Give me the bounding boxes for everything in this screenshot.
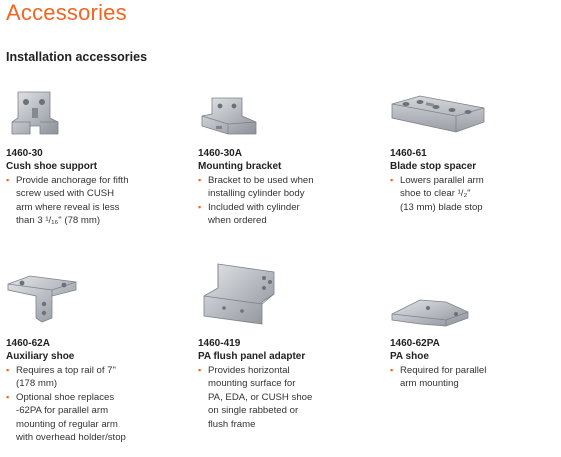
- cush-shoe-support-illustration: [10, 88, 60, 143]
- pa-shoe-illustration: [390, 294, 470, 333]
- pa-flush-panel-adapter-illustration: [198, 262, 282, 331]
- accessory-item-1460-62A: 1460-62A Auxiliary shoe Requires a top r…: [6, 268, 176, 448]
- part-number: 1460-62PA: [390, 338, 440, 349]
- section-title: Installation accessories: [6, 50, 148, 64]
- bullet-list: Provides horizontal mounting surface for…: [198, 364, 312, 431]
- bullet-item: Required for parallel arm mounting: [390, 364, 486, 391]
- bullet-list: Requires a top rail of 7" (178 mm) Optio…: [6, 364, 126, 444]
- bullet-list: Lowers parallel arm shoe to clear ¹/₂" (…: [390, 174, 484, 214]
- bullet-item: Lowers parallel arm shoe to clear ¹/₂" (…: [390, 174, 484, 214]
- blade-stop-spacer-illustration: [390, 94, 486, 143]
- bullet-item: Included with cylinder when ordered: [198, 201, 314, 228]
- part-name: Blade stop spacer: [390, 161, 477, 172]
- bullet-item: Optional shoe replaces -62PA for paralle…: [6, 391, 126, 445]
- bullet-list: Required for parallel arm mounting: [390, 364, 486, 391]
- bullet-item: Requires a top rail of 7" (178 mm): [6, 364, 126, 391]
- accessory-item-1460-30A: 1460-30A Mounting bracket Bracket to be …: [198, 88, 368, 238]
- bullet-item: Provides horizontal mounting surface for…: [198, 364, 312, 431]
- part-name: PA flush panel adapter: [198, 351, 306, 362]
- accessory-item-1460-419: 1460-419 PA flush panel adapter Provides…: [198, 262, 368, 442]
- bullet-list: Provide anchorage for fifth screw used w…: [6, 174, 129, 228]
- accessory-item-1460-30: 1460-30 Cush shoe support Provide anchor…: [6, 88, 176, 238]
- part-number: 1460-30: [6, 148, 43, 159]
- part-number: 1460-419: [198, 338, 241, 349]
- part-name: PA shoe: [390, 351, 429, 362]
- page-title: Accessories: [6, 0, 127, 25]
- part-name: Mounting bracket: [198, 161, 282, 172]
- part-number: 1460-62A: [6, 338, 50, 349]
- bullet-list: Bracket to be used when installing cylin…: [198, 174, 314, 228]
- bullet-item: Bracket to be used when installing cylin…: [198, 174, 314, 201]
- part-name: Auxiliary shoe: [6, 351, 75, 362]
- accessory-item-1460-61: 1460-61 Blade stop spacer Lowers paralle…: [390, 88, 560, 238]
- part-number: 1460-30A: [198, 148, 242, 159]
- bullet-item: Provide anchorage for fifth screw used w…: [6, 174, 129, 228]
- part-number: 1460-61: [390, 148, 427, 159]
- part-name: Cush shoe support: [6, 161, 98, 172]
- mounting-bracket-illustration: [198, 96, 258, 143]
- auxiliary-shoe-illustration: [6, 268, 80, 329]
- accessory-item-1460-62PA: 1460-62PA PA shoe Required for parallel …: [390, 294, 560, 404]
